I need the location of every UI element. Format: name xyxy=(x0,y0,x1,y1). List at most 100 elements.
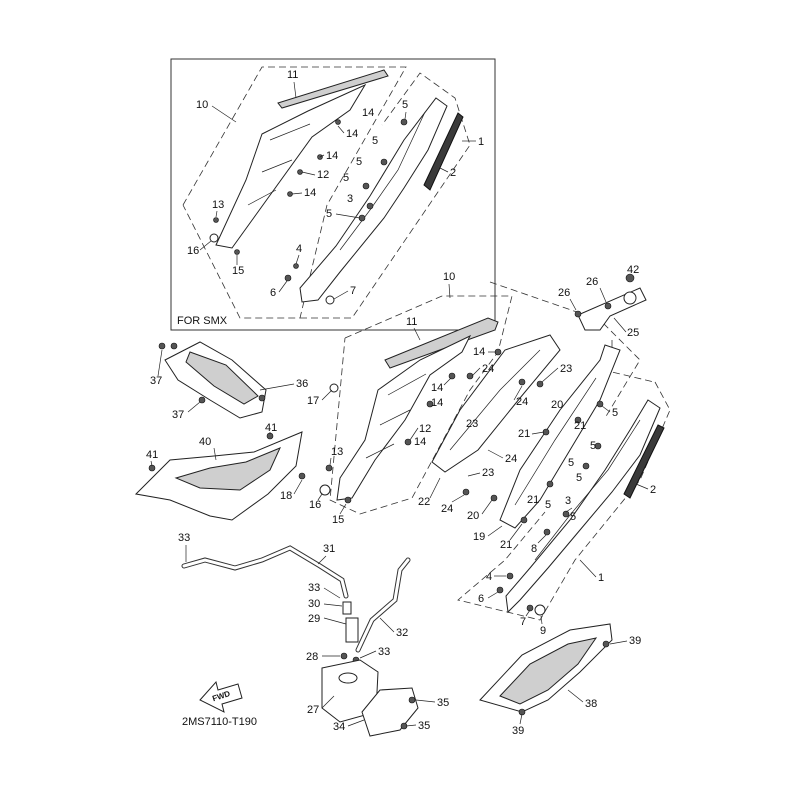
leader-line xyxy=(519,713,523,725)
callout-label: 33 xyxy=(178,532,190,544)
leader-line xyxy=(467,472,481,477)
breather-hose xyxy=(181,545,349,599)
inset-assembly-outline-left xyxy=(182,66,407,319)
inset-collar xyxy=(234,249,240,255)
callout-label: 14 xyxy=(326,150,338,162)
leader-line xyxy=(187,401,201,413)
callout-label: 10 xyxy=(443,271,455,283)
grommet xyxy=(319,484,331,496)
leader-line xyxy=(293,479,303,495)
leader-line xyxy=(359,650,377,659)
leader-line xyxy=(333,290,349,300)
lower-right-cover-insert xyxy=(499,637,598,705)
callout-label: 3 xyxy=(347,193,353,205)
inset-upper-trim-strip xyxy=(277,69,389,109)
cover-screw xyxy=(198,396,206,404)
callout-label: 5 xyxy=(343,172,349,184)
callout-label: 24 xyxy=(505,453,517,465)
leader-line xyxy=(471,367,481,377)
callout-label: 38 xyxy=(585,698,597,710)
callout-label: 30 xyxy=(308,598,320,610)
callout-label: 35 xyxy=(418,720,430,732)
callout-label: 16 xyxy=(309,499,321,511)
cover-screw xyxy=(602,640,610,648)
callout-label: 32 xyxy=(396,627,408,639)
bolt xyxy=(594,442,602,450)
leader-line xyxy=(448,283,451,299)
inset-frame xyxy=(170,58,496,331)
callout-label: 39 xyxy=(629,635,641,647)
callout-label: 40 xyxy=(199,436,211,448)
inset-bolt xyxy=(362,182,370,190)
callout-label: 7 xyxy=(520,616,526,628)
callout-label: 5 xyxy=(568,457,574,469)
nut xyxy=(466,372,474,380)
callout-label: 11 xyxy=(287,69,298,81)
callout-label: 1 xyxy=(478,136,484,148)
callout-label: 5 xyxy=(356,156,362,168)
bracket-nut xyxy=(625,273,635,283)
callout-label: 36 xyxy=(296,378,308,390)
callout-label: 6 xyxy=(478,593,484,605)
leader-line xyxy=(541,367,559,383)
callout-label: 31 xyxy=(323,543,335,555)
collar xyxy=(490,494,498,502)
callout-label: 4 xyxy=(486,571,492,583)
washer xyxy=(496,586,504,594)
callout-label: 21 xyxy=(500,539,512,551)
callout-label: 33 xyxy=(308,582,320,594)
fwd-arrow-icon xyxy=(199,680,243,713)
bracket-grommet xyxy=(623,291,637,305)
callout-label: 25 xyxy=(627,327,639,339)
leader-line xyxy=(321,695,335,709)
leader-line xyxy=(439,167,449,173)
callout-label: 2 xyxy=(450,167,456,179)
bushing xyxy=(534,604,546,616)
callout-label: 23 xyxy=(466,418,478,430)
callout-label: 13 xyxy=(212,199,224,211)
leader-line xyxy=(635,483,649,490)
left-cover-ribs xyxy=(365,373,427,459)
callout-label: 9 xyxy=(540,625,546,637)
leader-line xyxy=(295,254,300,265)
left-assembly-outline xyxy=(329,295,513,515)
clip xyxy=(404,438,412,446)
leader-line xyxy=(293,81,297,99)
inset-left-cover-ribs xyxy=(247,123,311,206)
inset-right-side-cover xyxy=(299,97,448,303)
leader-line xyxy=(451,494,465,503)
callout-label: 19 xyxy=(473,531,485,543)
leader-line xyxy=(405,724,417,727)
callout-label: 5 xyxy=(612,407,618,419)
collar xyxy=(526,604,534,612)
callout-label: 8 xyxy=(531,543,537,555)
clip xyxy=(448,372,456,380)
callout-label: 5 xyxy=(372,135,378,147)
drain-hose-core xyxy=(356,558,410,652)
callout-label: 29 xyxy=(308,613,320,625)
leader-line xyxy=(413,327,421,341)
inner-panel-crease xyxy=(449,349,541,451)
callout-label: 16 xyxy=(187,245,199,257)
clip xyxy=(426,400,434,408)
leader-line xyxy=(487,525,503,537)
callout-label: 18 xyxy=(280,490,292,502)
leader-line xyxy=(443,377,452,386)
callout-label: 42 xyxy=(627,264,639,276)
callout-label: 24 xyxy=(516,396,528,408)
leader-line xyxy=(199,240,212,251)
leader-line xyxy=(525,609,531,617)
callout-label: 21 xyxy=(527,494,539,506)
callout-label: 41 xyxy=(265,422,277,434)
cover-screw xyxy=(408,696,416,704)
main-assembly: FWD 2MS7110-T190 10 11 42 26 26 25 14 37… xyxy=(134,264,671,737)
callout-label: 15 xyxy=(332,514,344,526)
nut xyxy=(462,488,470,496)
leader-line xyxy=(157,349,163,377)
reservoir-cap xyxy=(338,672,358,684)
leader-line xyxy=(335,213,361,219)
callout-label: 5 xyxy=(402,99,408,111)
leader-line xyxy=(481,499,493,515)
leader-line xyxy=(569,298,577,311)
callout-label: 35 xyxy=(437,697,449,709)
